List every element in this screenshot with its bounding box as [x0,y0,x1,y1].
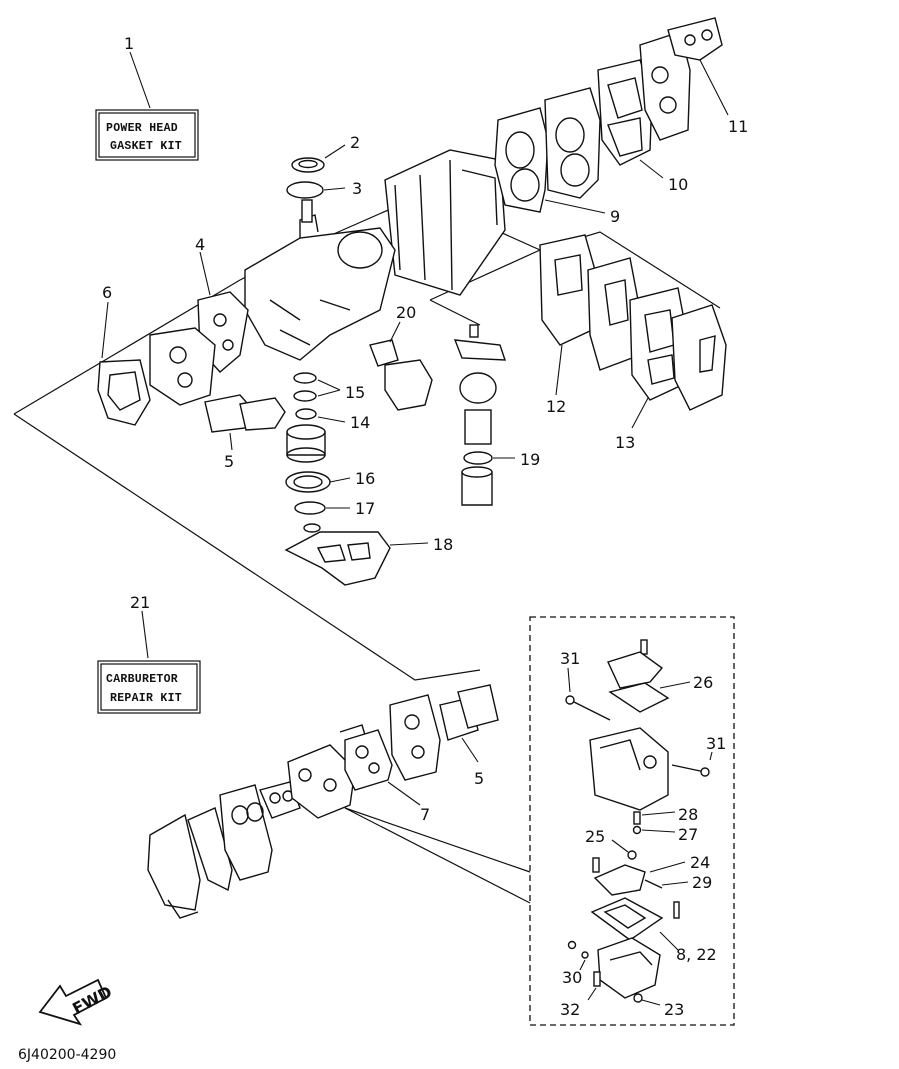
part-12-exhaust-gasket: 12 [539,234,596,416]
callout-12: 12 [546,397,566,416]
callout-5-upper: 5 [224,452,234,471]
cylinder-head [544,87,601,199]
part-32-drain-screw: 32 [560,971,601,1019]
callout-13: 13 [615,433,635,452]
carburetor-detail-box [529,616,735,1026]
callout-31-right: 31 [706,734,726,753]
crankcase-assembly [244,199,396,361]
carburetor-body [287,724,369,819]
part-31-screw-right: 31 [671,734,726,777]
callout-7: 7 [420,805,430,824]
part-7-gasket: 7 [344,729,430,824]
diagram-code: 6J40200-4290 [18,1047,116,1063]
thermostat-assembly: 19 [453,324,540,506]
carburetor-upper-body [589,727,669,811]
callout-10: 10 [668,175,688,194]
power-head-kit-box: 1 POWER HEAD GASKET KIT [95,34,199,161]
kit-label-line1: POWER HEAD [106,122,178,135]
callout-19: 19 [520,450,540,469]
part-6-gasket: 6 [97,283,151,426]
part-10-head-cover-gasket: 10 [597,59,688,194]
carburetor-kit-box: 21 CARBURETOR REPAIR KIT [97,593,201,714]
part-5-reed-gasket-upper: 5 [204,394,286,471]
callout-11: 11 [728,117,748,136]
part-8-22-float-bowl-gasket: 8, 22 [590,897,717,964]
part-20-cover: 20 [369,303,433,411]
callout-31-left: 31 [560,649,580,668]
callout-4: 4 [195,235,205,254]
part-2-oil-seal: 2 [291,133,360,173]
part-23-plug: 23 [633,993,684,1019]
part-17-o-ring: 17 [294,499,375,533]
silencer-bracket [219,784,273,881]
intake-manifold [149,327,216,406]
part-5-reed-gasket-lower: 5 [439,684,499,788]
reed-valve-block [389,694,441,781]
callout-28: 28 [678,805,698,824]
part-18-gasket: 18 [284,531,453,586]
part-16-gasket-ring: 16 [285,469,375,493]
kit-label-line2: REPAIR KIT [110,692,182,705]
part-3-o-ring: 3 [286,179,362,199]
callout-24: 24 [690,853,710,872]
float-bowl [597,937,661,999]
bearing-housing [286,424,326,463]
callout-8-22: 8, 22 [676,945,717,964]
fwd-arrow-icon: FWD [38,978,115,1026]
part-26-cover-gasket: 26 [607,639,713,713]
callout-3: 3 [352,179,362,198]
detail-connector [344,807,531,904]
part-31-screw-left: 31 [560,649,611,721]
cylinder-block [384,149,506,296]
callout-32: 32 [560,1000,580,1019]
silencer-gasket [187,807,233,892]
callout-5-lower: 5 [474,769,484,788]
kit-number-21: 21 [130,593,150,612]
callout-15: 15 [345,383,365,402]
part-15-bearings: 15 [293,372,365,402]
callout-20: 20 [396,303,416,322]
part-24-29-float: 24 29 [592,853,712,896]
part-25-plug: 25 [585,827,637,860]
callout-14: 14 [350,413,370,432]
callout-27: 27 [678,825,698,844]
part-30-screw: 30 [562,940,589,987]
callout-26: 26 [693,673,713,692]
callout-29: 29 [692,873,712,892]
kit-label-line1: CARBURETOR [106,673,178,686]
air-silencer [147,813,201,919]
callout-18: 18 [433,535,453,554]
callout-16: 16 [355,469,375,488]
callout-9: 9 [610,207,620,226]
callout-6: 6 [102,283,112,302]
exhaust-outer-cover [671,304,727,411]
part-14-seal: 14 [295,408,370,432]
kit-number-1: 1 [124,34,134,53]
part-28-27-needle: 28 27 [632,805,698,844]
callout-30: 30 [562,968,582,987]
callout-23: 23 [664,1000,684,1019]
part-11-gasket: 11 [667,17,748,136]
callout-2: 2 [350,133,360,152]
callout-17: 17 [355,499,375,518]
kit-label-line2: GASKET KIT [110,140,182,153]
callout-25: 25 [585,827,605,846]
part-9-head-gasket: 9 [494,107,620,226]
